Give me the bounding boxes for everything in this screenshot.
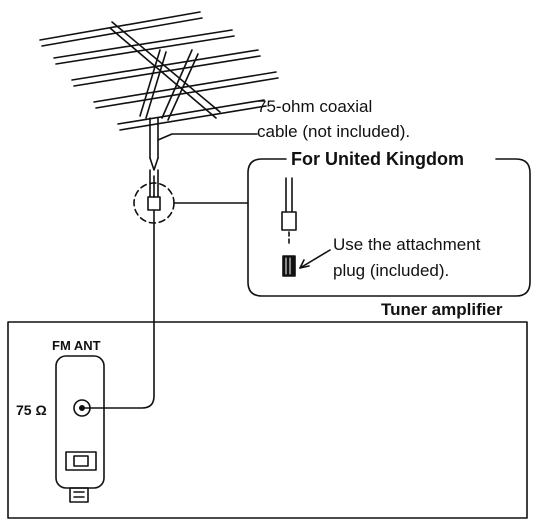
attachment-note-line1: Use the attachment — [333, 235, 481, 254]
arrow-icon — [299, 249, 331, 269]
attachment-note: Use the attachment plug (included). — [333, 232, 480, 284]
cable-label: 75-ohm coaxial cable (not included). — [257, 94, 410, 144]
fm-ant-terminal — [55, 355, 105, 489]
antenna-socket-icon — [73, 399, 91, 417]
earth-terminal-icon — [65, 451, 97, 471]
tuner-amplifier-label: Tuner amplifier — [381, 300, 503, 319]
antenna-icon — [39, 11, 279, 197]
cable-leader-line — [157, 133, 258, 141]
uk-callout-box — [247, 158, 531, 297]
impedance-label: 75 Ω — [16, 402, 47, 418]
attachment-note-line2: plug (included). — [333, 261, 450, 280]
coaxial-cable-lower — [81, 209, 155, 409]
uk-plug-icon — [281, 211, 297, 231]
plug-icon — [147, 196, 161, 211]
attachment-plug-icon — [282, 255, 296, 277]
tuner-panel — [7, 321, 528, 519]
fm-ant-label: FM ANT — [52, 338, 101, 353]
cable-label-line2: cable (not included). — [257, 122, 411, 141]
cable-label-line1: 75-ohm coaxial — [257, 97, 373, 116]
uk-title: For United Kingdom — [289, 149, 466, 170]
